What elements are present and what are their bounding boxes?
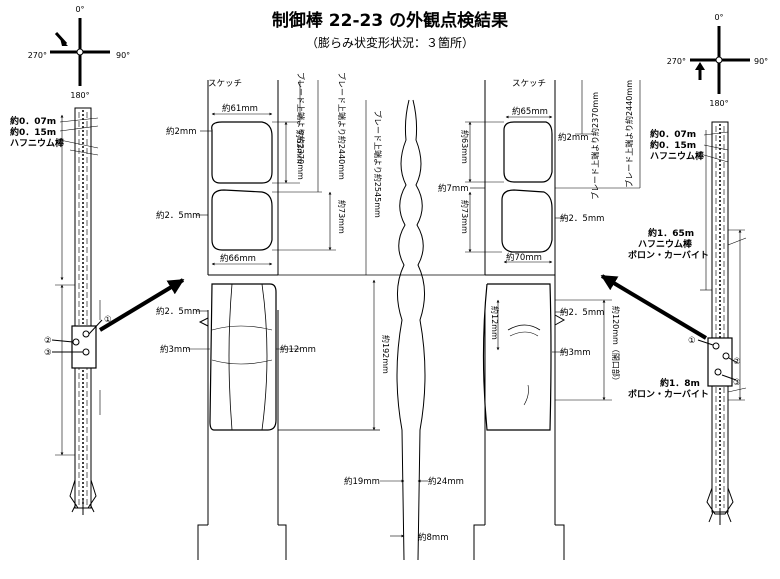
- right-dim-25a: 約2．5mm: [560, 213, 604, 224]
- right-control-rod: [697, 121, 747, 525]
- right-dim-2: 約2mm: [558, 132, 588, 143]
- right-marker-3: ③: [733, 378, 741, 388]
- right-marker-1: ①: [688, 336, 696, 346]
- left-dim-63: 約63mm: [295, 130, 305, 164]
- left-control-rod: [51, 107, 103, 515]
- right-dim-73: 約73mm: [460, 200, 470, 234]
- right-from-top-2440: ブレード上端より約2440mm: [624, 80, 634, 188]
- page-subtitle: （膨らみ状変形状況：３箇所）: [306, 35, 474, 50]
- right-marker-2: ②: [733, 357, 741, 367]
- right-hafnium-label: ハフニウム棒: [650, 150, 705, 162]
- right-compass-180: 180°: [709, 99, 728, 108]
- left-dim-192: 約192mm: [381, 335, 391, 374]
- right-compass-0: 0°: [714, 13, 723, 22]
- left-gap-007: 約0．07m: [10, 115, 56, 127]
- left-from-top-2440: ブレード上端より約2440mm: [337, 72, 347, 180]
- right-sketch-drawing: [465, 80, 641, 560]
- left-marker-3: ③: [44, 348, 52, 358]
- left-dim-73: 約73mm: [337, 200, 347, 234]
- right-compass-90: 90°: [754, 57, 768, 66]
- left-gap-015: 約0．15m: [10, 126, 56, 138]
- right-compass-270: 270°: [667, 57, 686, 66]
- right-from-top-2370: ブレード上端より約2370mm: [590, 92, 600, 200]
- left-from-top-2370: ブレード上端より約2370mm: [296, 72, 306, 180]
- right-dim-65: 約65mm: [512, 106, 548, 117]
- left-hafnium-label: ハフニウム棒: [10, 137, 65, 149]
- left-pointer-arrow-icon: [98, 278, 185, 332]
- left-sketch-label: スケッチ: [208, 79, 242, 89]
- left-dim-61: 約61mm: [222, 103, 258, 114]
- left-dim-3: 約3mm: [160, 344, 190, 355]
- left-compass: 0° 270° 90° 180°: [28, 5, 130, 100]
- left-dim-25b: 約2．5mm: [156, 306, 200, 317]
- right-dim-3: 約3mm: [560, 347, 590, 358]
- right-dim-25b: 約2．5mm: [560, 307, 604, 318]
- left-compass-180: 180°: [70, 91, 89, 100]
- right-compass: 0° 270° 90° 180°: [667, 13, 768, 108]
- right-boron-label: ボロン・カーバイト: [628, 249, 709, 261]
- left-from-top-2545: ブレード上端より約2545mm: [373, 110, 383, 218]
- left-dim-12: 約12mm: [280, 344, 316, 355]
- left-compass-90: 90°: [116, 51, 130, 60]
- right-hafnium-label-2: ハフニウム棒: [638, 238, 693, 250]
- right-dim-12: 約12mm: [490, 306, 500, 340]
- left-marker-2: ②: [44, 336, 52, 346]
- left-dim-2: 約2mm: [166, 126, 196, 137]
- left-compass-270: 270°: [28, 51, 47, 60]
- right-dim-7: 約7mm: [438, 183, 468, 194]
- right-dim-120: 約120mm（開口部）: [611, 306, 621, 385]
- right-dim-63: 約63mm: [460, 130, 470, 164]
- page-title: 制御棒 22-23 の外観点検結果: [272, 10, 508, 31]
- left-dim-66: 約66mm: [220, 253, 256, 264]
- right-sketch-label: スケッチ: [512, 79, 546, 89]
- right-dim-70: 約70mm: [506, 252, 542, 263]
- center-dim-24: 約24mm: [428, 476, 464, 487]
- right-boron-label-2: ボロン・カーバイト: [628, 388, 709, 400]
- center-profile: [380, 99, 428, 561]
- right-length-165: 約1．65m: [648, 227, 694, 239]
- left-compass-0: 0°: [75, 5, 84, 14]
- right-gap-015: 約0．15m: [650, 139, 696, 151]
- right-length-18: 約1．8m: [660, 377, 700, 389]
- right-pointer-arrow-icon: [600, 274, 708, 340]
- left-marker-1: ①: [104, 315, 112, 325]
- left-dim-25a: 約2．5mm: [156, 210, 200, 221]
- center-dim-19: 約19mm: [344, 476, 380, 487]
- left-sketch-drawing: [188, 80, 485, 560]
- right-gap-007: 約0．07m: [650, 128, 696, 140]
- center-dim-8: 約8mm: [418, 532, 448, 543]
